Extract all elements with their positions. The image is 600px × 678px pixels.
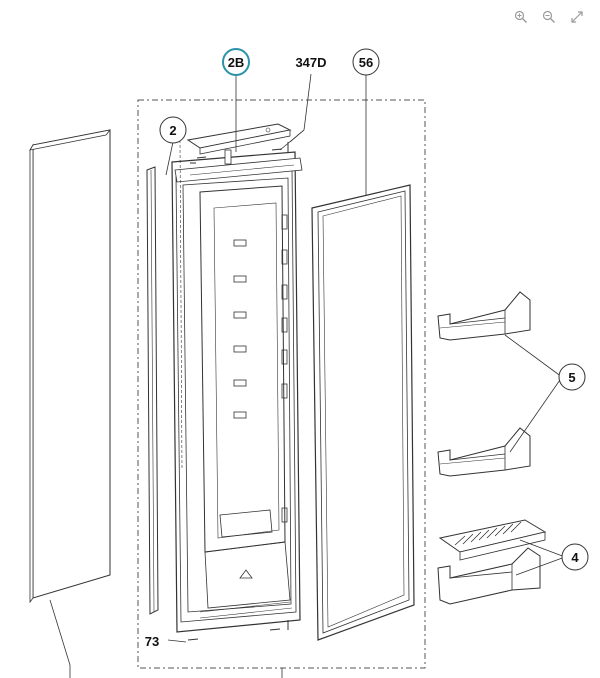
callout-73-label: 73 — [145, 634, 159, 649]
callout-347d-label: 347D — [295, 55, 326, 70]
callout-2b-label: 2B — [228, 55, 245, 70]
door-bin-bottom — [437, 547, 541, 605]
callout-56-label: 56 — [359, 55, 373, 70]
callout-56[interactable]: 56 — [352, 48, 380, 76]
zoom-in-button[interactable] — [512, 8, 530, 26]
callout-5[interactable]: 5 — [558, 363, 586, 391]
zoom-out-icon — [542, 10, 555, 23]
expand-icon — [571, 11, 583, 23]
door-bin-upper — [437, 291, 531, 341]
top-hinge-cap — [186, 123, 292, 165]
door-frame — [171, 151, 303, 633]
callout-2b[interactable]: 2B — [222, 48, 250, 76]
callout-5-label: 5 — [568, 370, 575, 385]
leader-lines — [69, 73, 566, 678]
door-seal-gasket — [311, 184, 415, 641]
door-gasket-strip — [146, 166, 159, 615]
egg-tray — [438, 519, 547, 561]
callout-4[interactable]: 4 — [561, 543, 589, 571]
door-bin-lower — [437, 427, 531, 477]
viewer-toolbar — [512, 8, 586, 26]
callout-2-label: 2 — [169, 123, 176, 138]
hardware-screws — [179, 139, 289, 641]
callout-73[interactable]: 73 — [145, 634, 159, 649]
expand-button[interactable] — [568, 8, 586, 26]
callout-2[interactable]: 2 — [159, 116, 187, 144]
zoom-in-icon — [514, 10, 527, 23]
side-panel — [29, 129, 111, 666]
zoom-out-button[interactable] — [540, 8, 558, 26]
assembly-boundary — [137, 99, 426, 669]
callout-347d[interactable]: 347D — [295, 55, 326, 70]
callout-4-label: 4 — [571, 550, 579, 565]
